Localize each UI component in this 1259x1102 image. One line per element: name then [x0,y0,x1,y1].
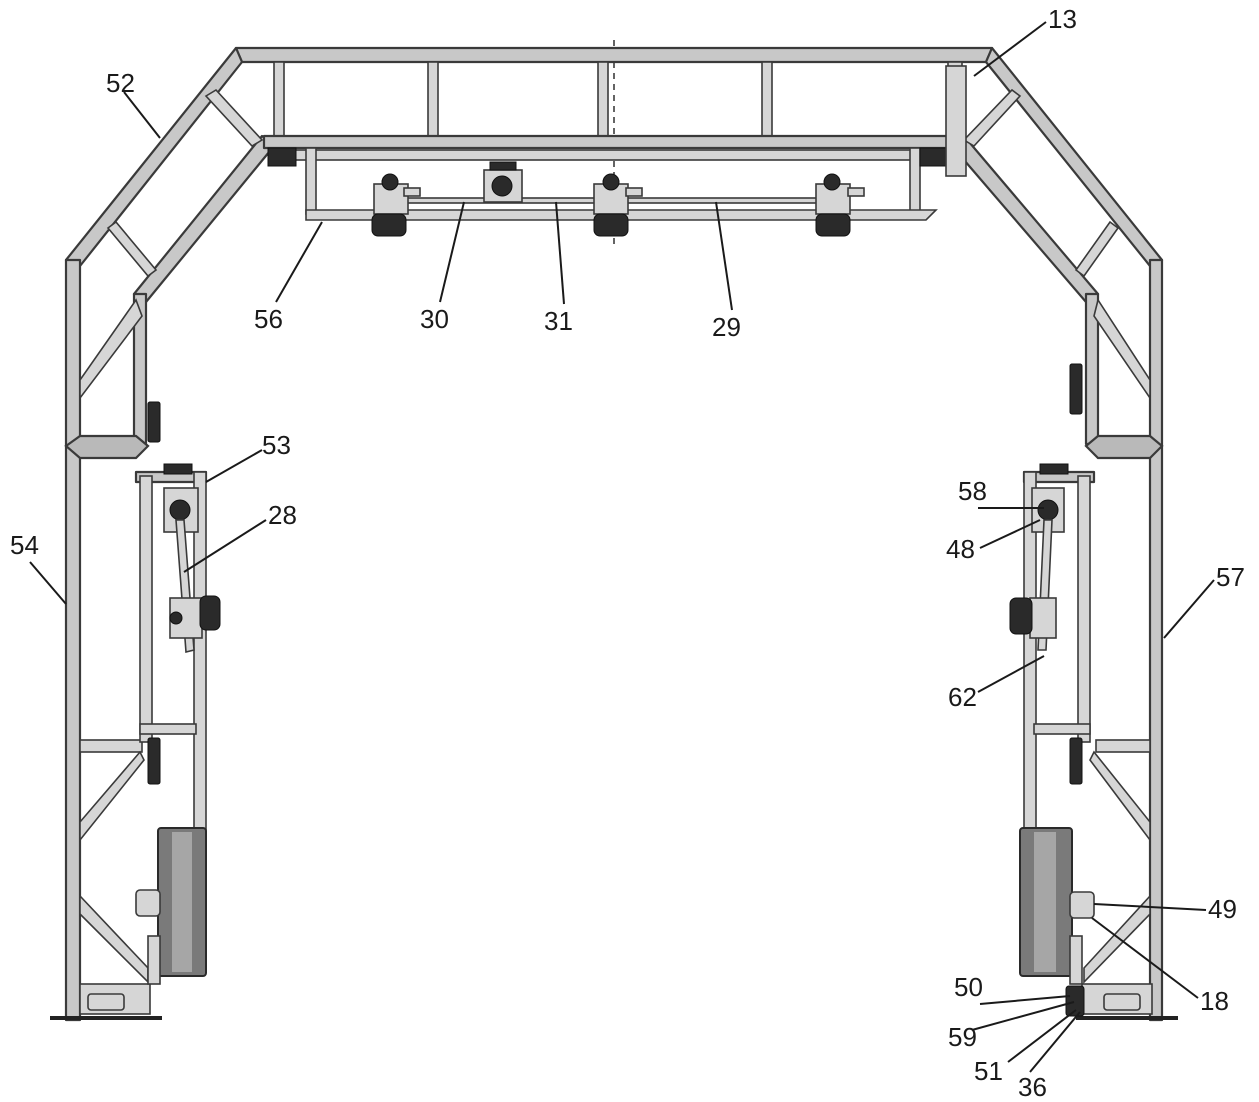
right-motor-block [1029,597,1057,639]
label-28: 28 [268,500,297,530]
label-56: 56 [254,304,283,334]
right-base-cylinder [1103,993,1141,1011]
label-58: 58 [958,476,987,506]
label-53: 53 [262,430,291,460]
right-actuator-frame [1009,363,1096,839]
label-54: 54 [10,530,39,560]
carriage-unit [371,173,421,237]
right-drum [1019,827,1095,1017]
right-ground-plate [1076,1016,1178,1020]
top-strut [761,61,773,139]
label-36: 36 [1018,1072,1047,1102]
left-brace [204,88,264,148]
label-52: 52 [106,68,135,98]
label-31: 31 [544,306,573,336]
carriage-side [909,147,921,215]
carriage-side [305,147,317,215]
label-49: 49 [1208,894,1237,924]
carriage-bracket [945,65,967,177]
left-lower-bar [79,739,143,753]
right-mid-crossmember [1084,434,1164,460]
carriage-end-block [267,147,297,167]
top-carriage [262,65,967,237]
left-outer-post [64,258,82,1022]
left-brace [106,220,158,278]
right-lower-diagonal [1089,750,1151,843]
label-30: 30 [420,304,449,334]
right-brace [962,88,1022,148]
right-brace [1093,298,1151,401]
label-59: 59 [948,1022,977,1052]
left-brace [79,298,143,401]
carriage-rod [281,149,943,161]
left-actuator-frame [134,401,221,839]
carriage-unit [483,161,523,203]
left-base-cylinder [87,993,125,1011]
carriage-rail [262,134,966,150]
left-mid-crossmember [64,434,150,460]
top-rail [234,46,994,64]
left-outer-diagonal [64,46,244,268]
label-13: 13 [1048,4,1077,34]
label-62: 62 [948,682,977,712]
top-strut [273,61,285,139]
outer-frame [50,46,1178,1022]
label-29: 29 [712,312,741,342]
carriage-unit [593,173,643,237]
left-lower-diagonal [79,750,145,843]
right-brace [1074,220,1120,278]
top-strut [597,61,609,139]
leader-lines [29,21,1215,1073]
left-drum [135,827,207,985]
label-18: 18 [1200,986,1229,1016]
left-ground-plate [50,1016,162,1020]
right-lower-bar [1095,739,1151,753]
part-labels: 13 52 56 30 31 29 53 28 54 58 48 57 62 4… [10,4,1245,1102]
right-outer-diagonal [984,46,1164,268]
label-48: 48 [946,534,975,564]
label-50: 50 [954,972,983,1002]
carriage-unit [815,173,865,237]
right-outer-post [1148,258,1164,1022]
top-strut [427,61,439,139]
label-57: 57 [1216,562,1245,592]
label-51: 51 [974,1056,1003,1086]
